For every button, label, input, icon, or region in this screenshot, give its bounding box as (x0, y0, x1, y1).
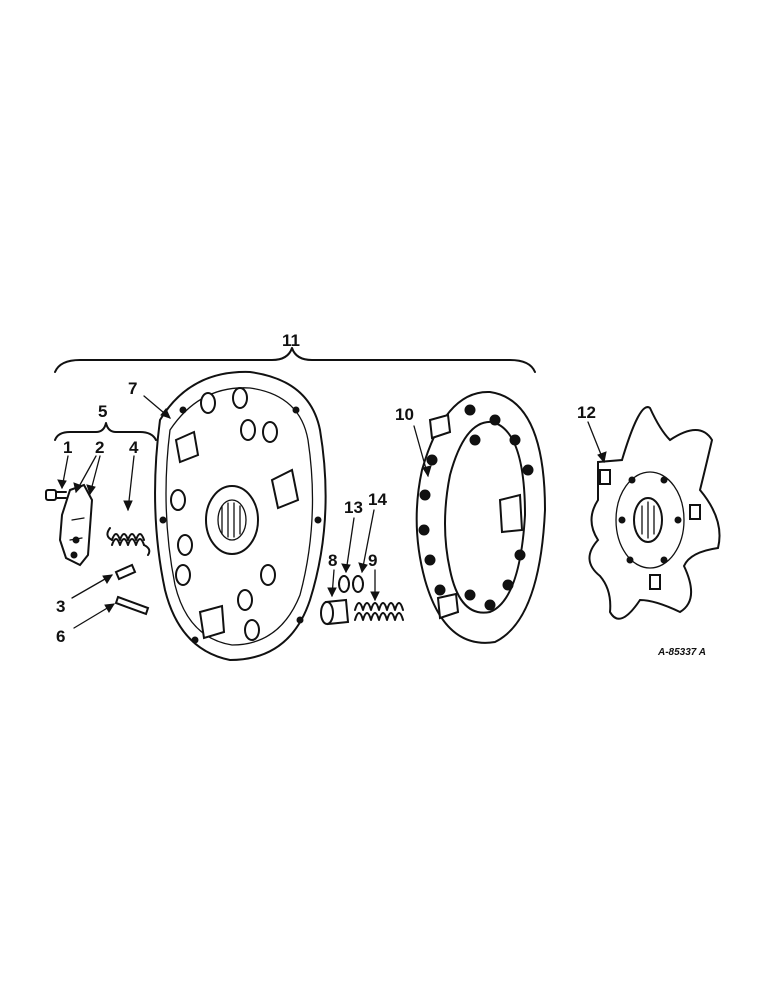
callout-7: 7 (128, 379, 137, 398)
reference-code: A-85337 A (657, 647, 706, 658)
part-14-washer (352, 575, 364, 593)
callout-3: 3 (56, 597, 65, 616)
callout-1: 1 (63, 438, 72, 457)
callout-12: 12 (577, 403, 596, 422)
callout-11: 11 (282, 331, 300, 350)
bracket-5 (54, 422, 157, 441)
part-2-lever (58, 483, 94, 567)
callout-9: 9 (368, 551, 377, 570)
part-8-bushing (320, 598, 350, 626)
part-10-pressure-plate (415, 390, 547, 644)
part-3-pin (114, 563, 137, 581)
leader-lines (57, 395, 607, 629)
callout-6: 6 (56, 627, 65, 646)
callout-10: 10 (395, 405, 414, 424)
callout-8: 8 (328, 551, 337, 570)
part-13-washer (338, 575, 350, 593)
part-6-pin (114, 595, 150, 616)
part-1-bolt (45, 489, 67, 501)
bracket-11 (54, 347, 536, 373)
part-4-spring (106, 527, 151, 556)
callout-5: 5 (98, 402, 107, 421)
part-9-spring (354, 602, 404, 621)
part-7-clutch-cover (154, 370, 327, 662)
callout-4: 4 (129, 438, 139, 457)
callout-13: 13 (344, 498, 363, 517)
callout-14: 14 (368, 490, 387, 509)
part-12-clutch-disc (588, 406, 721, 620)
callout-2: 2 (95, 438, 104, 457)
